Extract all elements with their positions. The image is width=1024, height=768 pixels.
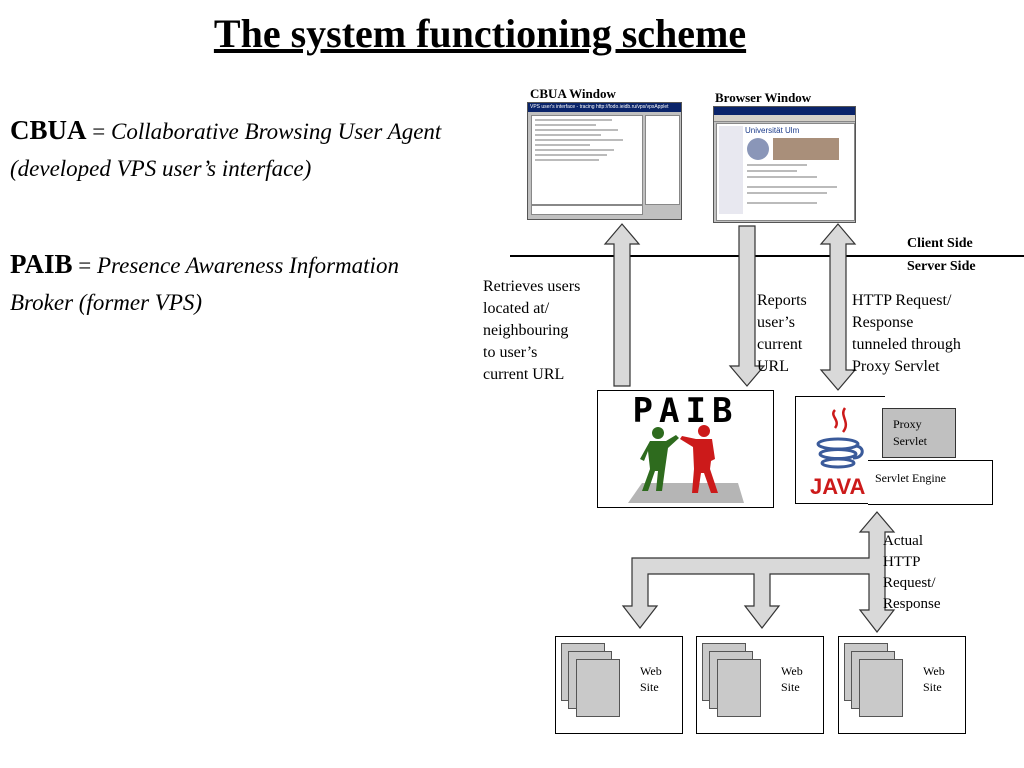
retrieves-annotation: Retrieves users located at/ neighbouring…	[483, 278, 581, 383]
arrow-retrieves	[603, 223, 641, 387]
paib-term: PAIB	[10, 249, 73, 279]
browser-window-label: Browser Window	[715, 90, 812, 105]
browser-heading: Universität Ulm	[745, 126, 800, 135]
servlet-engine-label: Servlet Engine	[875, 471, 946, 485]
paib-description: Presence Awareness Information Broker (f…	[10, 253, 399, 315]
cbua-chat-area	[531, 115, 643, 205]
paib-equals: =	[72, 253, 97, 278]
cbua-window-thumbnail: VPS user's interface - tracing http://fo…	[527, 102, 682, 220]
website-box-2: Web Site	[696, 636, 824, 734]
servlet-engine-box	[868, 460, 993, 505]
cbua-definition: CBUA = Collaborative Browsing User Agent…	[10, 112, 450, 187]
proxy-servlet-box: Proxy Servlet	[882, 408, 956, 458]
cbua-description: Collaborative Browsing User Agent (devel…	[10, 119, 442, 181]
proxy-servlet-label: Proxy Servlet	[893, 417, 927, 448]
cbua-equals: =	[86, 119, 111, 144]
http-annotation: HTTP Request/ Response tunneled through …	[852, 292, 961, 375]
arrow-reports	[728, 225, 766, 387]
paib-figures-illustration	[628, 425, 744, 503]
cbua-window-titlebar: VPS user's interface - tracing http://fo…	[528, 103, 681, 112]
paib-box: PAIB	[597, 390, 774, 508]
paib-logo-text: PAIB	[632, 391, 739, 431]
client-side-label: Client Side	[907, 236, 973, 251]
cbua-term: CBUA	[10, 115, 87, 145]
java-logo-text: JAVA	[810, 474, 866, 499]
cbua-message-input	[531, 205, 643, 215]
page-title: The system functioning scheme	[213, 11, 747, 56]
server-side-label: Server Side	[907, 259, 976, 274]
red-figure	[680, 425, 718, 493]
java-logo: JAVA	[810, 407, 866, 499]
website-box-3: Web Site	[838, 636, 966, 734]
website-box-1: Web Site	[555, 636, 683, 734]
arrow-http	[819, 223, 857, 391]
arrow-actual	[621, 511, 896, 633]
website-label-2: Web Site	[781, 664, 803, 694]
cbua-window-label: CBUA Window	[530, 86, 616, 101]
green-figure	[640, 427, 679, 491]
paib-definition: PAIB = Presence Awareness Information Br…	[10, 246, 450, 321]
website-label-1: Web Site	[640, 664, 662, 694]
browser-content: Universität Ulm	[716, 123, 855, 221]
actual-annotation: Actual HTTP Request/ Response	[883, 533, 941, 612]
reports-annotation: Reports user’s current URL	[757, 292, 807, 375]
client-server-divider	[510, 255, 1024, 257]
cbua-user-list	[645, 115, 680, 205]
browser-window-thumbnail: Universität Ulm	[713, 106, 856, 223]
website-label-3: Web Site	[923, 664, 945, 694]
